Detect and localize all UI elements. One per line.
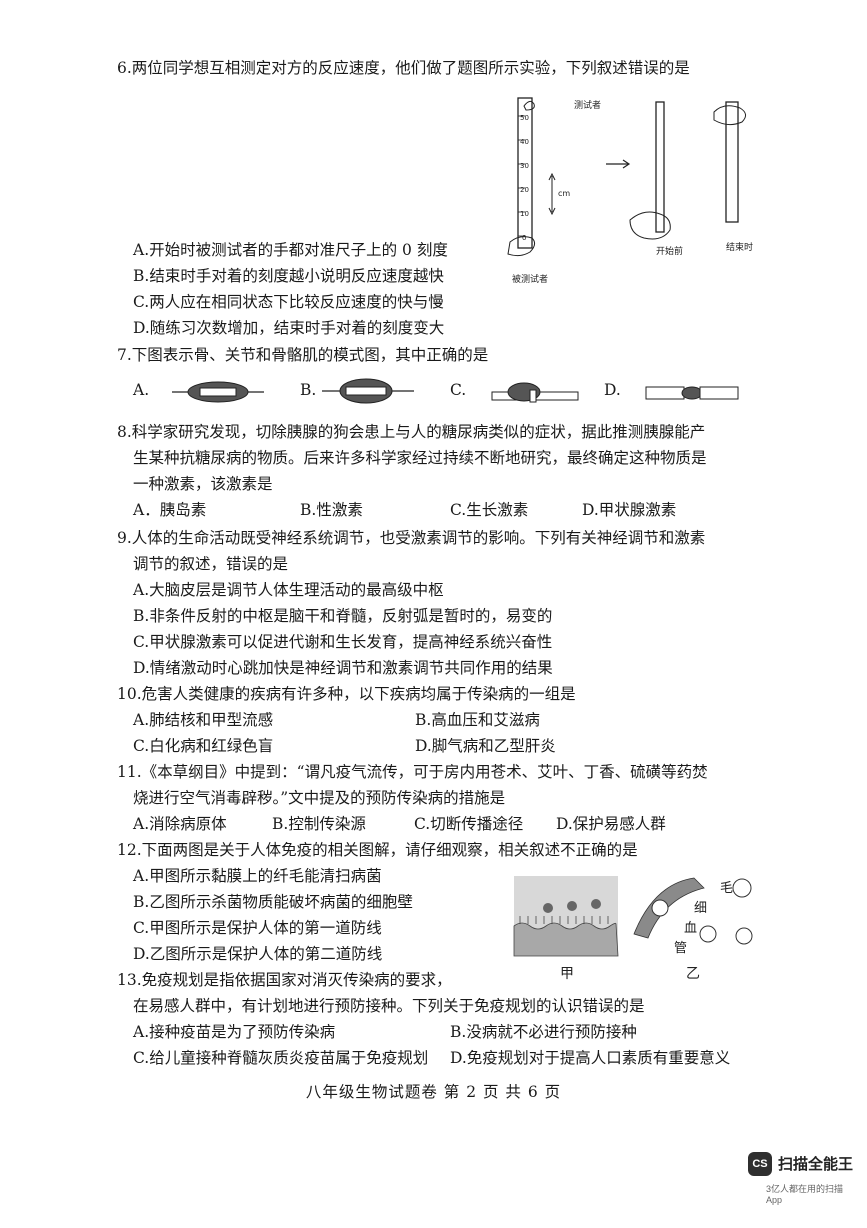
q7-option-d: D. [604,381,621,399]
q7-option-b: B. [300,381,317,399]
q13-option-c: C.给儿童接种脊髓灰质炎疫苗属于免疫规划 [133,1049,429,1067]
q7-option-c: C. [450,381,467,399]
q9-option-c: C.甲状腺激素可以促进代谢和生长发育，提高神经系统兴奋性 [133,633,553,651]
q13-option-d: D.免疫规划对于提高人口素质有重要意义 [450,1049,731,1067]
q12-option-b: B.乙图所示杀菌物质能破坏病菌的细胞壁 [133,893,413,911]
q8-option-b: B.性激素 [300,501,363,519]
tick-30: 30 [520,162,529,170]
q8-option-c: C.生长激素 [450,501,529,519]
q13-option-a: A.接种疫苗是为了预防传染病 [133,1023,336,1041]
figure-xue-label: 血 [684,921,697,936]
q8-stem-2: 生某种抗糖尿病的物质。后来许多科学家经过持续不断地研究，最终确定这种物质是 [133,449,707,467]
q11-option-b: B.控制传染源 [272,815,366,833]
q10-option-c: C.白化病和红绿色盲 [133,737,274,755]
start-label: 开始前 [656,245,683,257]
q6-option-d: D.随练习次数增加，结束时手对着的刻度变大 [133,319,445,337]
q12-immune-figure: 甲 毛 细 血 管 乙 [513,876,760,982]
figure-xi-label: 细 [694,901,707,916]
tester-label: 测试者 [574,99,601,111]
q10-option-a: A.肺结核和甲型流感 [133,711,274,729]
q12-stem: 12.下面两图是关于人体免疫的相关图解，请仔细观察，相关叙述不正确的是 [117,841,638,859]
q11-option-c: C.切断传播途径 [414,815,524,833]
q12-option-d: D.乙图所示是保护人体的第二道防线 [133,945,383,963]
q8-option-a: A．胰岛素 [133,501,207,519]
q7-diagram-d [645,386,739,400]
q7-diagram-b [322,378,414,404]
q6-option-b: B.结束时手对着的刻度越小说明反应速度越快 [133,267,444,285]
q13-stem-1: 13.免疫规划是指依据国家对消灭传染病的要求， [117,971,452,989]
q6-ruler-figure: 50 40 30 20 10 0 测试者 cm 被测试者 开始前 结束时 [507,97,753,285]
q9-stem-2: 调节的叙述，错误的是 [133,555,289,573]
q12-option-a: A.甲图所示黏膜上的纤毛能清扫病菌 [133,867,382,885]
q10-stem: 10.危害人类健康的疾病有许多种，以下疾病均属于传染病的一组是 [117,685,576,703]
figure-mao-label: 毛 [720,881,733,896]
q9-option-d: D.情绪激动时心跳加快是神经调节和激素调节共同作用的结果 [133,659,553,677]
q6-stem: 6.两位同学想互相测定对方的反应速度，他们做了题图所示实验，下列叙述错误的是 [117,59,690,77]
tick-0: 0 [522,234,526,242]
q11-stem-2: 烧进行空气消毒辟秽。”文中提及的预防传染病的措施是 [133,789,506,807]
figure-guan-label: 管 [674,941,687,956]
scanner-logo-icon: CS [748,1152,772,1176]
q11-stem-1: 11.《本草纲目》中提到：“谓凡疫气流传，可于房内用苍术、艾叶、丁香、硫磺等药焚 [117,763,708,781]
q11-option-d: D.保护易感人群 [556,815,666,833]
q7-option-a: A. [133,381,150,399]
tick-40: 40 [520,138,529,146]
q11-option-a: A.消除病原体 [133,815,227,833]
q6-option-c: C.两人应在相同状态下比较反应速度的快与慢 [133,293,444,311]
q12-option-c: C.甲图所示是保护人体的第一道防线 [133,919,382,937]
q8-stem-1: 8.科学家研究发现，切除胰腺的狗会患上与人的糖尿病类似的症状，据此推测胰腺能产 [117,423,706,441]
figure-yi-label: 乙 [686,966,700,982]
scanner-tagline: 3亿人都在用的扫描App [766,1184,844,1205]
tick-50: 50 [520,114,529,122]
tick-10: 10 [520,210,529,218]
q13-stem-2: 在易感人群中，有计划地进行预防接种。下列关于免疫规划的认识错误的是 [133,997,645,1015]
q9-stem-1: 9.人体的生命活动既受神经系统调节，也受激素调节的影响。下列有关神经调节和激素 [117,529,706,547]
q10-option-d: D.脚气病和乙型肝炎 [415,737,556,755]
page-footer: 八年级生物试题卷 第 2 页 共 6 页 [305,1083,562,1101]
q9-option-a: A.大脑皮层是调节人体生理活动的最高级中枢 [133,581,444,599]
q7-diagram-c [491,382,579,403]
q8-stem-3: 一种激素，该激素是 [133,475,273,493]
unit-label: cm [558,189,570,198]
tick-20: 20 [520,186,529,194]
q13-option-b: B.没病就不必进行预防接种 [450,1023,637,1041]
q9-option-b: B.非条件反射的中枢是脑干和脊髓，反射弧是暂时的，易变的 [133,607,553,625]
q8-option-d: D.甲状腺激素 [582,501,677,519]
q7-diagram-a [172,381,264,403]
figure-jia-label: 甲 [560,966,574,982]
scanner-app-name: 扫描全能王 [778,1156,854,1173]
scanner-badge: CS 扫描全能王 3亿人都在用的扫描App [748,1150,858,1206]
testee-label: 被测试者 [512,273,548,285]
q6-option-a: A.开始时被测试者的手都对准尺子上的 0 刻度 [133,241,448,259]
q10-option-b: B.高血压和艾滋病 [415,711,540,729]
end-label: 结束时 [726,241,753,253]
q7-stem: 7.下图表示骨、关节和骨骼肌的模式图，其中正确的是 [117,346,489,364]
